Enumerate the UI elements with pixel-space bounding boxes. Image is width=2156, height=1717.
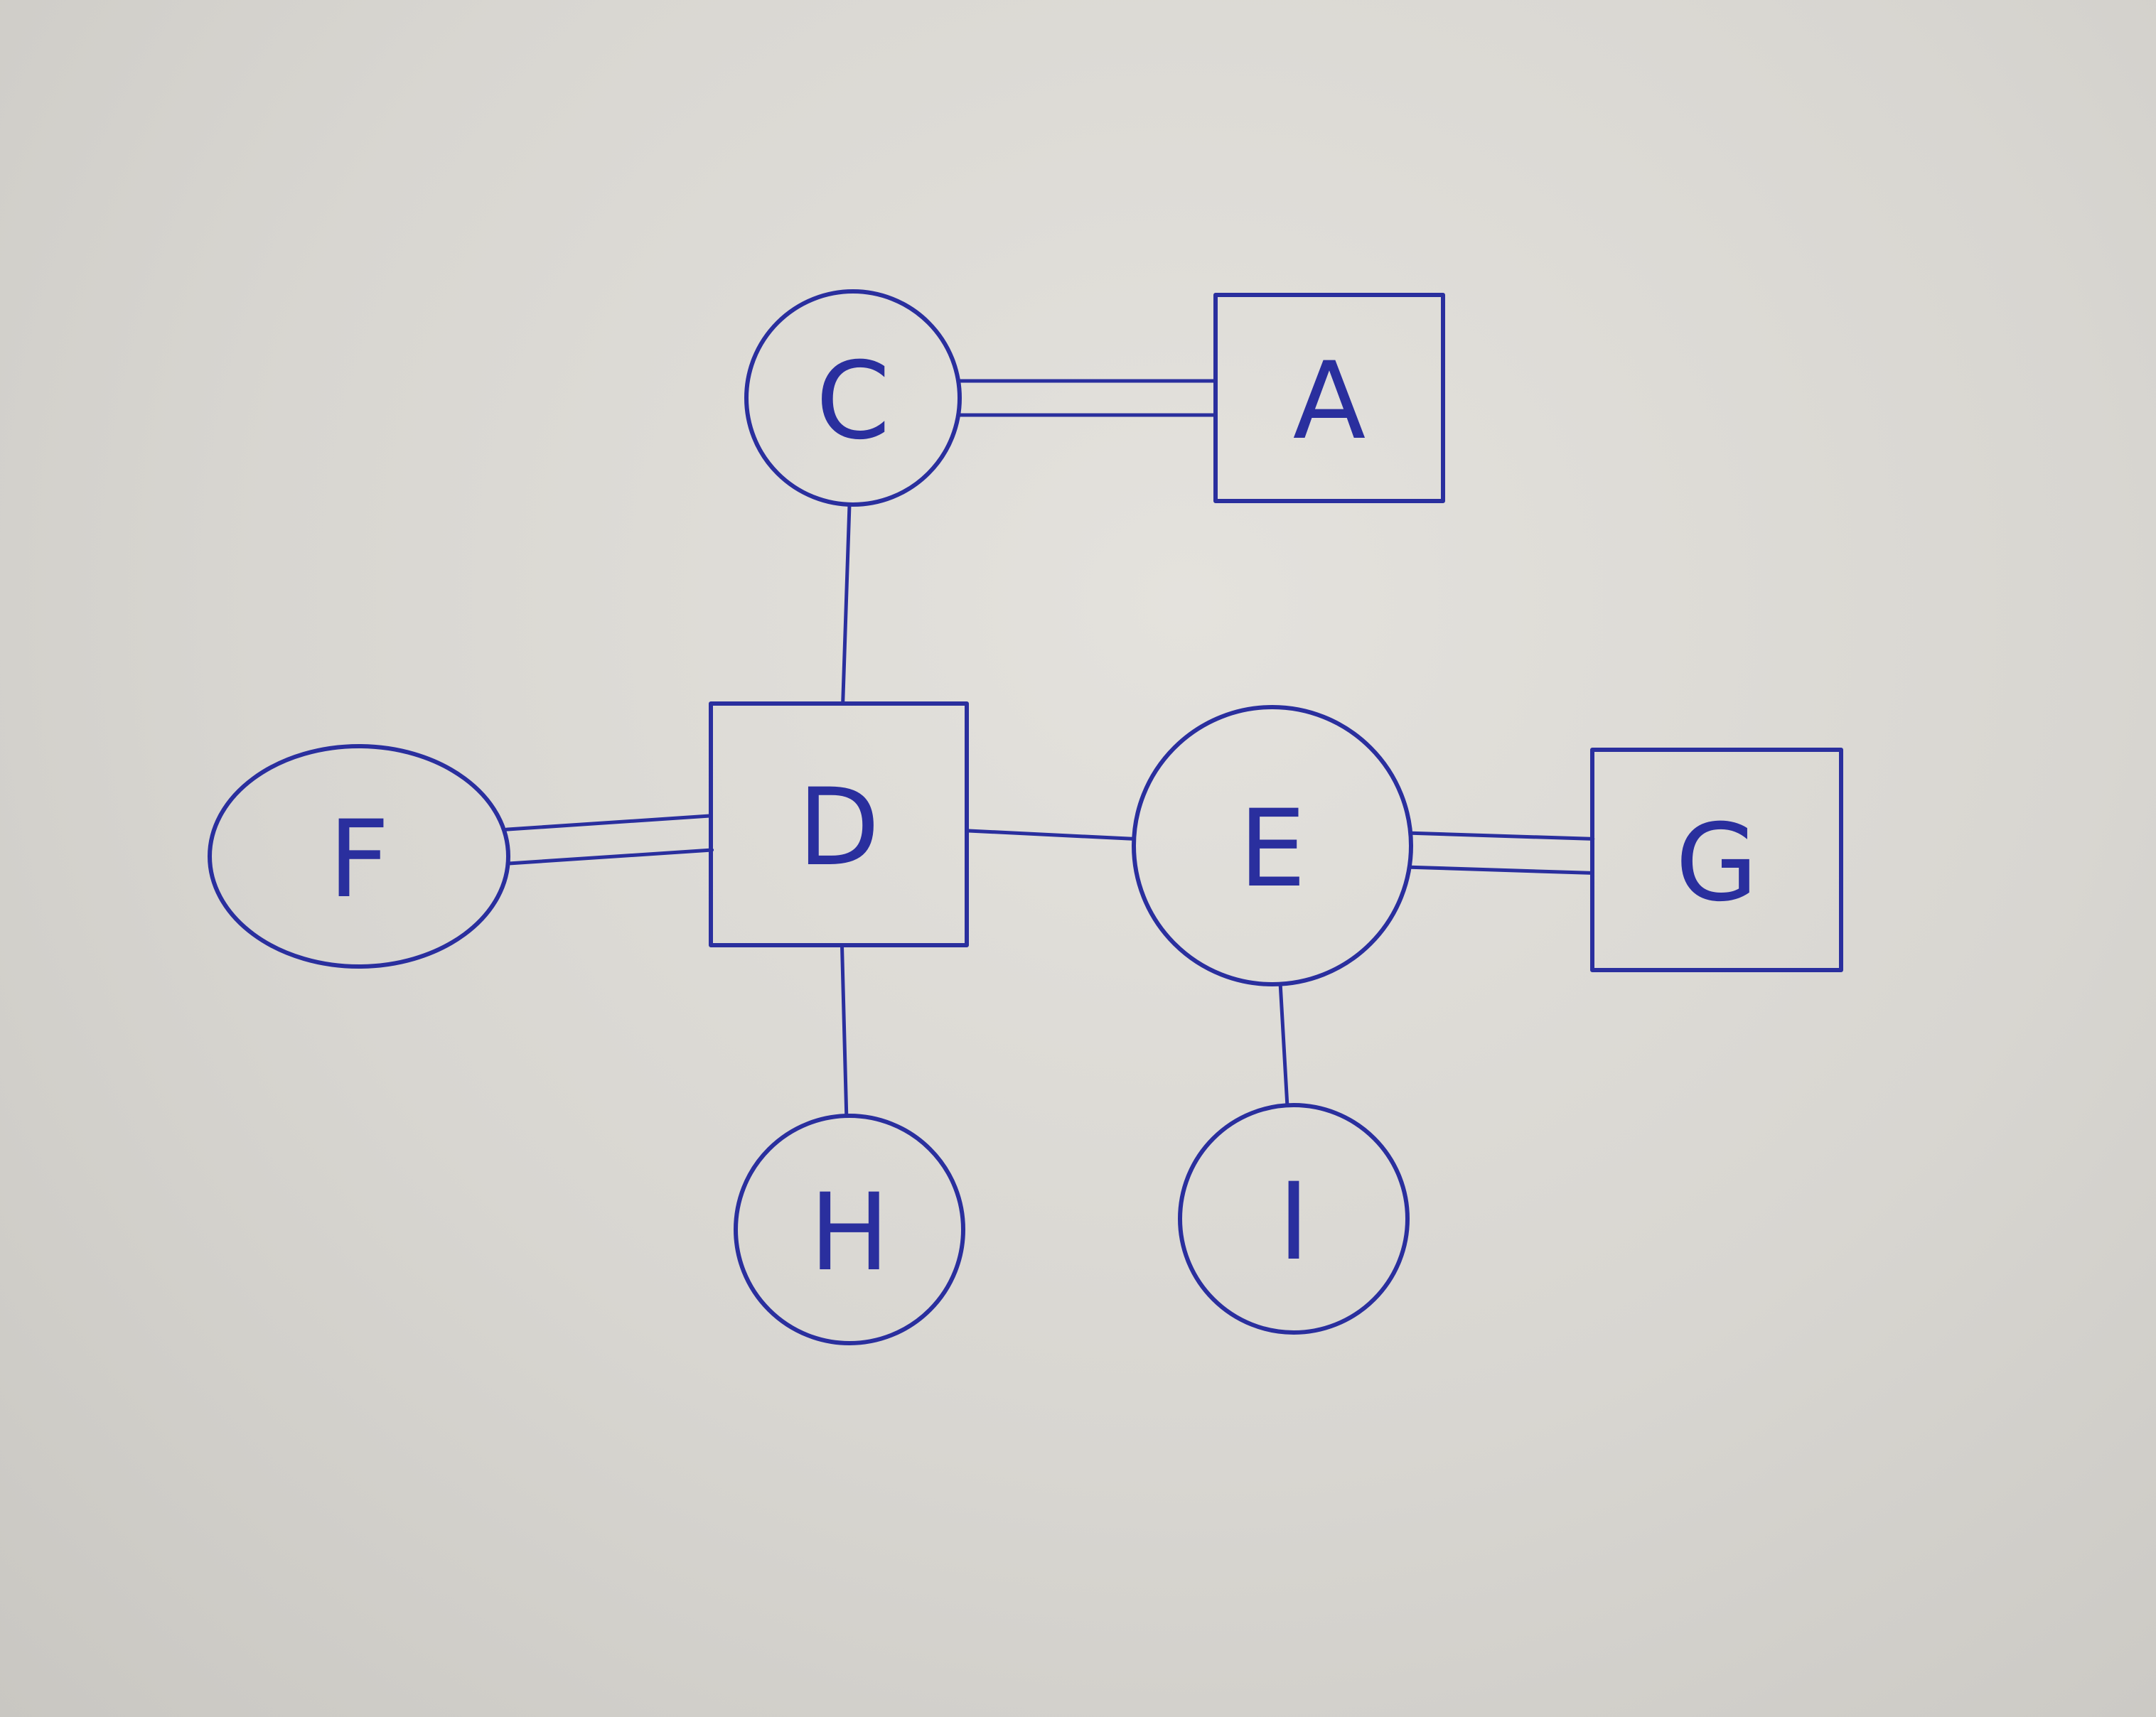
node-e: E: [1132, 705, 1413, 986]
node-e-label: E: [1239, 787, 1307, 911]
node-i-circle: [1178, 1103, 1410, 1335]
edge-d-e: [965, 829, 1136, 841]
nodes-layer: C A D F E G H I: [208, 289, 1843, 1345]
node-h: H: [734, 1114, 965, 1345]
edge-d-h: [840, 943, 849, 1118]
node-f: F: [208, 744, 510, 969]
node-h-label: H: [810, 1171, 890, 1295]
node-f-label: F: [328, 798, 390, 922]
node-d-square: [709, 701, 969, 947]
node-g-square: [1590, 748, 1843, 972]
edge-e-i: [1278, 982, 1289, 1107]
edge-e-g-line-2: [1408, 865, 1594, 875]
node-a-label: A: [1293, 340, 1366, 463]
node-c-label: C: [816, 340, 891, 463]
edge-c-d: [841, 502, 852, 706]
node-c-circle: [744, 289, 962, 507]
edge-f-d-line-2: [507, 848, 714, 866]
node-d-label: D: [798, 766, 880, 890]
edge-e-g-line-1: [1410, 831, 1595, 841]
node-h-circle: [734, 1114, 965, 1345]
node-c: C: [744, 289, 962, 507]
node-g: G: [1590, 748, 1843, 972]
edge-f-d-line-1: [505, 814, 712, 831]
edges-layer: [505, 379, 1595, 1118]
node-f-circle: [208, 744, 510, 969]
node-a: A: [1213, 293, 1445, 503]
node-i-label: I: [1278, 1161, 1309, 1284]
node-a-square: [1213, 293, 1445, 503]
node-g-label: G: [1675, 802, 1758, 925]
node-i: I: [1178, 1103, 1410, 1335]
node-d: D: [709, 701, 969, 947]
node-e-circle: [1132, 705, 1413, 986]
